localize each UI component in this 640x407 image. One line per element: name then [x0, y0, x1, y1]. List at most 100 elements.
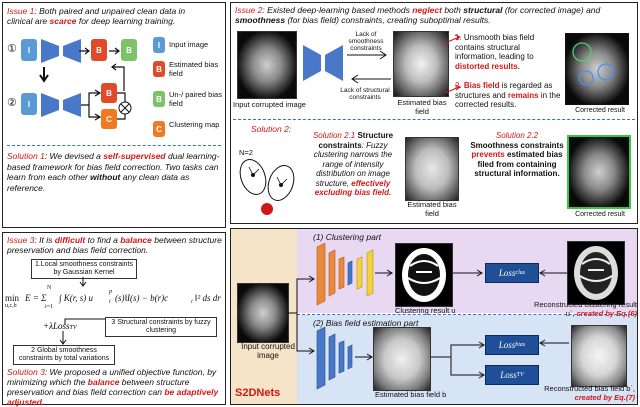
s21-text: : Fuzzy clustering narrows the range of …	[313, 140, 393, 188]
issue1-text-b: clinical are	[7, 16, 50, 26]
formula-tv-sub: TV	[69, 325, 77, 331]
issue3-text-a: : It is	[34, 235, 55, 245]
highlight-circles-icon	[572, 42, 615, 86]
solution1-selfsup: self-supervised	[103, 151, 166, 161]
cluster-pattern-icon	[402, 248, 446, 302]
arrows-icon	[347, 50, 391, 84]
s21-prefix: Solution 2.1	[312, 131, 356, 140]
issue1-scarce: scarce	[49, 16, 77, 26]
part2-title: (2) Bias field estimation part	[313, 318, 419, 328]
s21-red: effectively excluding bias field.	[314, 178, 392, 198]
note1-red: distorted results.	[455, 61, 520, 71]
flow-bias-2: B	[101, 83, 117, 103]
issue3-balance: balance	[120, 235, 152, 245]
down-arrow-icon	[39, 67, 49, 83]
solution3-prefix: Solution 3	[7, 367, 45, 377]
step1-marker: ①	[7, 43, 17, 55]
formula-eq: E = Σ	[25, 293, 47, 303]
s2-est-bias-label: Estimated bias field	[407, 200, 457, 218]
s21-title: Structure constraints	[318, 131, 394, 150]
legend-badge: C	[153, 121, 165, 137]
solution3-adaptive: be adaptively adjusted.	[7, 387, 219, 407]
issue2-smoothness: smoothness	[235, 15, 286, 25]
solution3-balance: balance	[87, 377, 120, 387]
lack-smoothness-label: Lack of smoothness constraints	[348, 31, 384, 52]
issue2-note2: 2. Bias field is regarded as structures …	[455, 81, 563, 110]
flow-cluster-2: C	[101, 109, 117, 129]
legend-label: Input image	[169, 40, 209, 49]
formula-min: min	[5, 293, 20, 303]
issue3-panel: Issue 3: It is difficult to find a balan…	[2, 232, 226, 407]
s22-title: Smoothness constraints	[470, 140, 564, 150]
solution2-2-text: Solution 2.2 Smoothness constraints prev…	[465, 131, 569, 179]
issue3-difficult: difficult	[54, 235, 86, 245]
note2-red2: remains	[507, 90, 539, 100]
formula-tv: +λLoss	[43, 321, 70, 331]
solution2-prefix: Solution 2	[251, 124, 289, 134]
issue2-neglect: neglect	[412, 5, 442, 15]
recon-cluster-label: Reconstructed clustering result u`, crea…	[534, 300, 637, 318]
note2-num: 2.	[455, 81, 462, 90]
flow-input-2: I	[21, 93, 37, 115]
issue1-text: Issue 1: Both paired and unpaired clean …	[7, 6, 225, 26]
divider	[233, 119, 635, 120]
net-input-label: Input corrupted image	[241, 342, 295, 360]
divider	[7, 145, 221, 146]
structural-constraints-box: 3 Structural constraints by fuzzy cluste…	[105, 317, 217, 337]
network-panel: (1) Clustering part (2) Bias field estim…	[230, 228, 638, 405]
encoder-decoder-2	[41, 93, 81, 117]
solution2-1-text: Solution 2.1 Structure constraints: Fuzz…	[303, 131, 403, 198]
issue2-structural: structural	[463, 5, 503, 15]
solution1-text: Solution 1: We devised a self-supervised…	[7, 151, 223, 193]
note2-text-b: in the corrected results.	[455, 90, 561, 110]
recon-bias-label: Reconstructed bias field b`, created by …	[544, 384, 635, 402]
down-arrow-icon	[59, 331, 67, 345]
arrow-to-loss-icon	[453, 269, 483, 277]
corrected-result-image	[565, 33, 629, 105]
arrows-to-losses-icon	[431, 341, 485, 379]
part1-title: (1) Clustering part	[313, 232, 382, 242]
step2-marker: ②	[7, 97, 17, 109]
s22-prefix: Solution 2.2	[495, 131, 539, 140]
cluster-diagram-icon	[239, 159, 295, 215]
issue2-prefix: Issue 2	[235, 5, 263, 15]
lack-structural-label: Lack of structural constraints	[340, 87, 390, 101]
cluster-result-image	[395, 243, 453, 307]
cluster-result-label: Clustering result u	[395, 306, 456, 315]
issue2-note1: 1. Unsmooth bias field contains structur…	[455, 33, 563, 71]
legend-label: Estimated bias field	[169, 60, 219, 78]
n-label: N=2	[239, 148, 253, 157]
global-smoothness-box: 2 Global smoothness constraints by total…	[13, 345, 115, 365]
issue2-text: Issue 2: Existed deep-learning based met…	[235, 5, 635, 25]
smooth-bias-image	[405, 137, 459, 201]
arrow-from-recon-bias-icon	[539, 339, 569, 347]
formula-c-sub: i	[191, 299, 193, 305]
bias-field-image	[373, 327, 431, 391]
down-arrow-icon	[79, 277, 87, 287]
local-smoothness-box: 1.Local smoothness constraints by Gaussi…	[31, 259, 137, 279]
s2-corrected-image	[567, 135, 631, 209]
solution2-heading: Solution 2:	[251, 125, 291, 134]
issue2-text-b: both	[441, 5, 464, 15]
legend-badge: B	[153, 61, 165, 77]
note1-text: Unsmooth bias field contains structural …	[455, 33, 535, 61]
issue3-text: Issue 3: It is difficult to find a balan…	[7, 235, 225, 255]
legend-badge: I	[153, 37, 165, 53]
legend-label: Clustering map	[169, 120, 220, 129]
s22-text: estimated bias filed from containing str…	[474, 150, 563, 178]
issue1-prefix: Issue 1	[7, 6, 35, 16]
arrow-icon	[109, 47, 120, 55]
solution1-without: without	[90, 172, 121, 182]
recon-bias-image	[571, 325, 627, 387]
est-bias-label: Estimated bias field	[397, 98, 447, 116]
legend-label: Un-/ paired bias field	[169, 90, 222, 108]
pointer-arrows-icon	[445, 34, 462, 94]
formula-rest: (s)‖I(s) − b(r)c	[115, 293, 169, 303]
split-arrow-icon	[81, 89, 102, 121]
arrow-from-recon-icon	[539, 269, 569, 277]
issue1-panel: Issue 1: Both paired and unpaired clean …	[2, 2, 226, 228]
issue1-text-a: : Both paired and unpaired clean data in	[34, 6, 186, 16]
formula-u-sub: i	[109, 299, 111, 305]
